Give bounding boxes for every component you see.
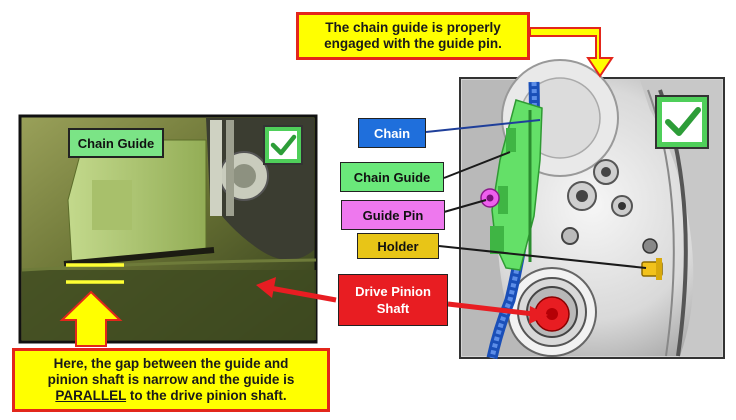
engagement-callout-line-1: The chain guide is properly: [325, 20, 501, 35]
guide-pin-label: Guide Pin: [341, 200, 445, 230]
chain-label: Chain: [358, 118, 426, 148]
engagement-callout: The chain guide is properly engaged with…: [296, 12, 530, 60]
chain-guide-label: Chain Guide: [340, 162, 444, 192]
callout-arrow: [59, 290, 123, 347]
engagement-callout-line-2: engaged with the guide pin.: [324, 36, 502, 51]
holder: [641, 258, 663, 280]
holder-label: Holder: [357, 233, 439, 259]
parallel-emphasis: PARALLEL: [55, 388, 127, 403]
checkmark-icon: [655, 95, 709, 149]
gap-callout-line-1: Here, the gap between the guide and: [53, 356, 289, 371]
drive-pinion-line-1: Drive Pinion: [355, 284, 431, 299]
gap-callout: Here, the gap between the guide and pini…: [12, 348, 330, 412]
gap-callout-line-2: pinion shaft is narrow and the guide is: [47, 372, 295, 387]
pointer-arrow: [256, 277, 548, 324]
gap-callout-line-3: PARALLEL to the drive pinion shaft.: [48, 388, 295, 404]
inset-chain-guide-label: Chain Guide: [68, 128, 164, 158]
drive-pinion-line-2: Shaft: [376, 301, 410, 316]
drive-pinion-shaft: [534, 296, 570, 332]
checkmark-icon: [263, 125, 303, 165]
leader-lines: [425, 119, 647, 269]
chain-guide: [490, 99, 543, 271]
guide-pin: [480, 188, 500, 208]
gap-callout-line-3-rest: to the drive pinion shaft.: [126, 388, 287, 403]
drive-pinion-shaft-label: Drive Pinion Shaft: [338, 274, 448, 326]
callout-arrow: [529, 27, 614, 78]
